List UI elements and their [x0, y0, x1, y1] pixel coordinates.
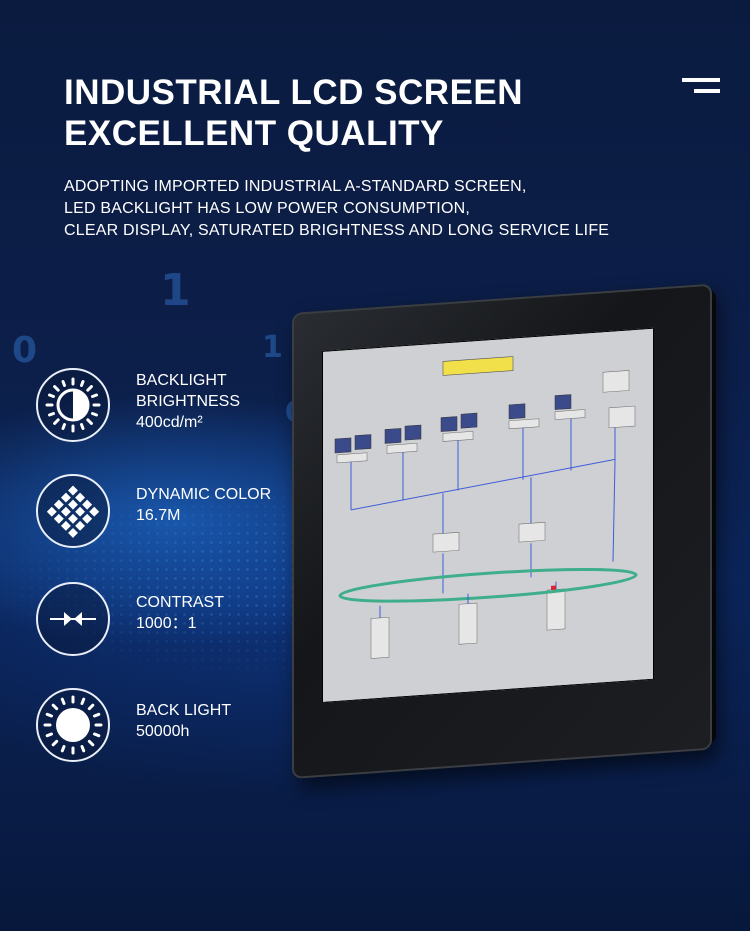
description-text: ADOPTING IMPORTED INDUSTRIAL A-STANDARD …: [64, 176, 609, 242]
feature-label: BACK LIGHT: [136, 702, 232, 719]
brightness-icon: [36, 368, 110, 442]
feature-contrast: CONTRAST 1000：1: [36, 582, 276, 656]
description-line-3: CLEAR DISPLAY, SATURATED BRIGHTNESS AND …: [64, 222, 610, 239]
description-line-1: ADOPTING IMPORTED INDUSTRIAL A-STANDARD …: [64, 178, 527, 195]
monitor-bezel: [292, 283, 712, 779]
menu-icon[interactable]: [682, 78, 720, 96]
feature-label: BRIGHTNESS: [136, 393, 241, 410]
feature-value: 16.7M: [136, 507, 181, 524]
background-digit: 0: [12, 330, 38, 371]
feature-value: 50000h: [136, 723, 190, 740]
title-line-1: INDUSTRIAL LCD SCREEN: [64, 73, 524, 112]
monitor-screen: [322, 327, 654, 703]
feature-backlight-brightness: BACKLIGHT BRIGHTNESS 400cd/m²: [36, 368, 276, 442]
description-line-2: LED BACKLIGHT HAS LOW POWER CONSUMPTION,: [64, 200, 470, 217]
sun-icon: [36, 688, 110, 762]
feature-label: BACKLIGHT: [136, 372, 227, 389]
contrast-icon: [36, 582, 110, 656]
feature-value: 400cd/m²: [136, 414, 203, 431]
page-title: INDUSTRIAL LCD SCREEN EXCELLENT QUALITY: [64, 72, 523, 154]
background-digit: 1: [160, 265, 191, 316]
feature-back-light: BACK LIGHT 50000h: [36, 688, 276, 762]
background-digit: 1: [262, 330, 283, 365]
color-grid-icon: [36, 474, 110, 548]
lcd-monitor-image: [292, 283, 716, 809]
feature-label: DYNAMIC COLOR: [136, 486, 272, 503]
feature-label: CONTRAST: [136, 594, 224, 611]
feature-dynamic-color: DYNAMIC COLOR 16.7M: [36, 474, 276, 548]
feature-value: 1000：1: [136, 615, 197, 632]
network-diagram-graphic: [323, 328, 653, 702]
title-line-2: EXCELLENT QUALITY: [64, 114, 444, 153]
